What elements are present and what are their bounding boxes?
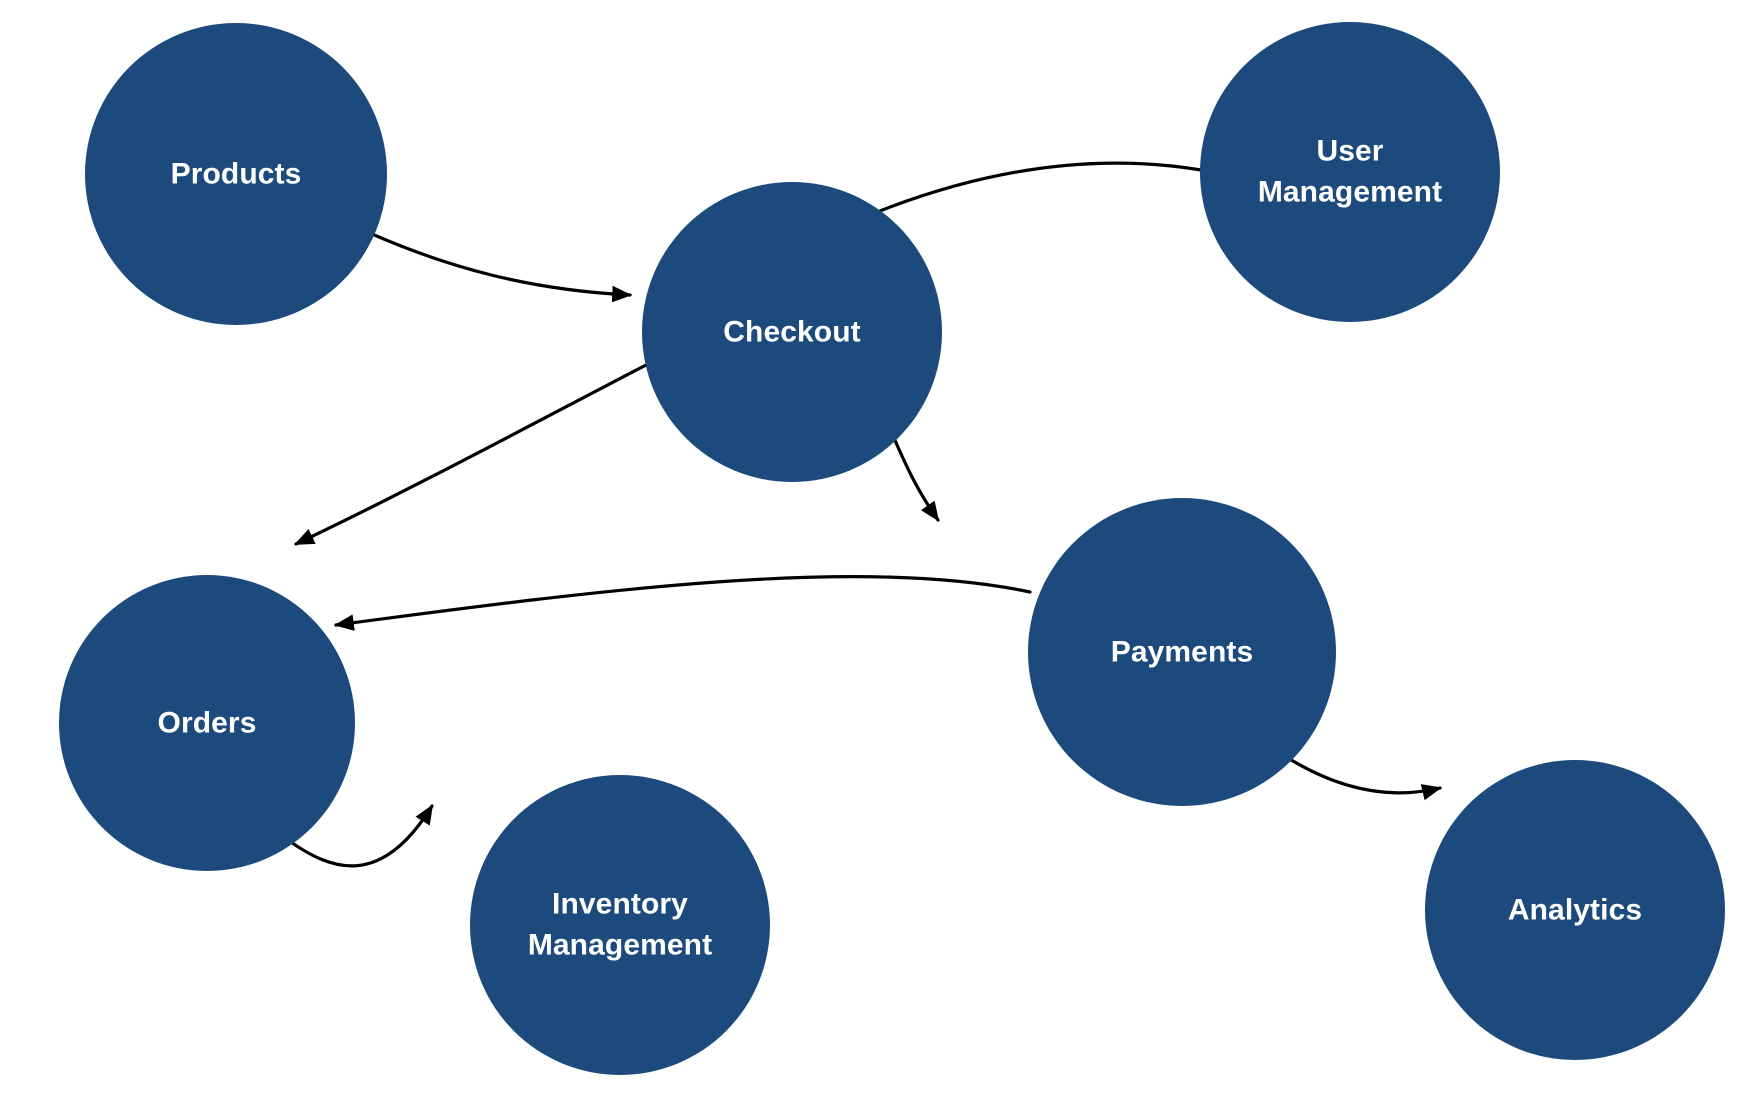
edge-user-management-to-checkout	[844, 161, 1203, 227]
node-circle-inventory_management[interactable]	[470, 775, 770, 1075]
node-circle-analytics[interactable]	[1425, 760, 1725, 1060]
edge-payments-to-orders	[334, 575, 1032, 631]
node-circle-user_management[interactable]	[1200, 22, 1500, 322]
node-products[interactable]	[85, 23, 387, 325]
node-circle-orders[interactable]	[59, 575, 355, 871]
node-circle-payments[interactable]	[1028, 498, 1336, 806]
edge-payments-to-analytics	[1286, 756, 1442, 801]
edge-checkout-to-orders	[294, 362, 650, 546]
edges-layer	[286, 161, 1442, 868]
node-inventory_management[interactable]	[470, 775, 770, 1075]
edge-products-to-checkout	[370, 232, 632, 303]
node-analytics[interactable]	[1425, 760, 1725, 1060]
nodes-layer	[59, 22, 1725, 1075]
node-payments[interactable]	[1028, 498, 1336, 806]
edge-orders-to-inventory-management	[286, 804, 434, 868]
node-orders[interactable]	[59, 575, 355, 871]
node-checkout[interactable]	[642, 182, 942, 482]
node-user_management[interactable]	[1200, 22, 1500, 322]
node-circle-checkout[interactable]	[642, 182, 942, 482]
node-circle-products[interactable]	[85, 23, 387, 325]
